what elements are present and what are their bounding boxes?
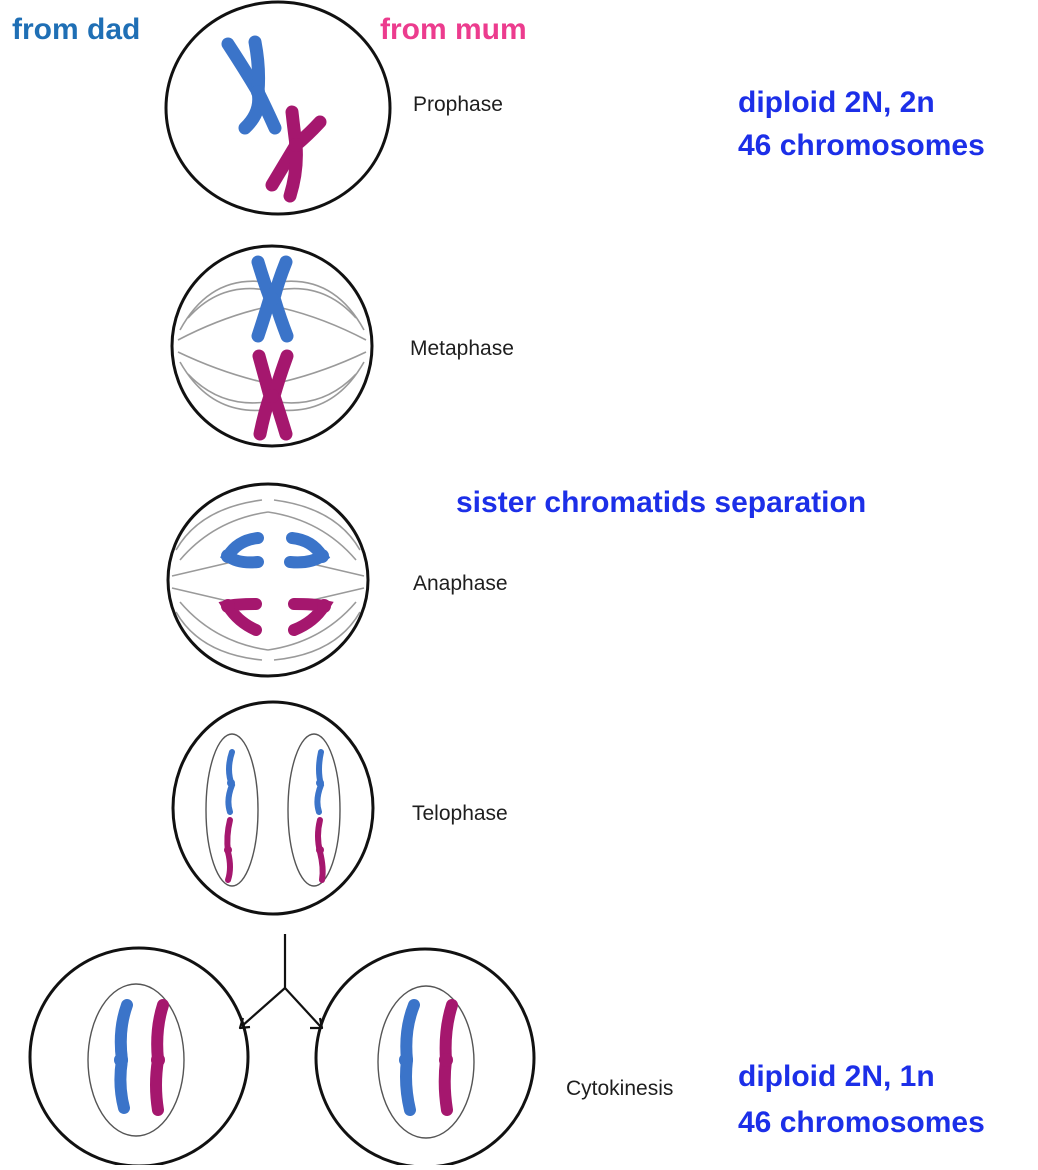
anaphase-cell [168,484,368,676]
note-start-ploidy: diploid 2N, 2n [738,84,935,121]
note-start-count: 46 chromosomes [738,127,985,164]
metaphase-chromosome-dad [258,262,287,336]
legend-from-mum: from mum [380,11,527,48]
telophase-chromosomes-mum [224,820,324,880]
label-cytokinesis: Cytokinesis [566,1077,673,1101]
label-telophase: Telophase [412,802,508,826]
legend-from-dad: from dad [12,11,140,48]
cytokinesis-daughter-cell-left [30,948,248,1165]
cytokinesis-left-chromosome-dad [114,1005,128,1108]
telophase-cell [173,702,373,914]
label-prophase: Prophase [413,93,503,117]
cytokinesis-right-chromosome-dad [399,1005,414,1110]
metaphase-cell [172,246,372,446]
cytokinesis-left-chromosome-mum [151,1005,165,1110]
telophase-chromosomes-dad [227,752,324,812]
label-anaphase: Anaphase [413,572,508,596]
cytokinesis-right-chromosome-mum [439,1005,453,1110]
anaphase-chromatids-mum [221,599,331,630]
prophase-chromosome-dad [228,42,275,128]
label-metaphase: Metaphase [410,337,514,361]
cytokinesis-daughter-cell-right [316,949,534,1165]
anaphase-spindle-fibers [172,500,364,660]
note-anaphase: sister chromatids separation [456,484,866,521]
metaphase-chromosome-mum [259,356,287,434]
note-end-ploidy: diploid 2N, 1n [738,1058,935,1095]
note-end-count: 46 chromosomes [738,1104,985,1141]
division-arrows [240,934,322,1028]
prophase-cell [166,2,390,214]
anaphase-chromatids-dad [221,538,329,563]
